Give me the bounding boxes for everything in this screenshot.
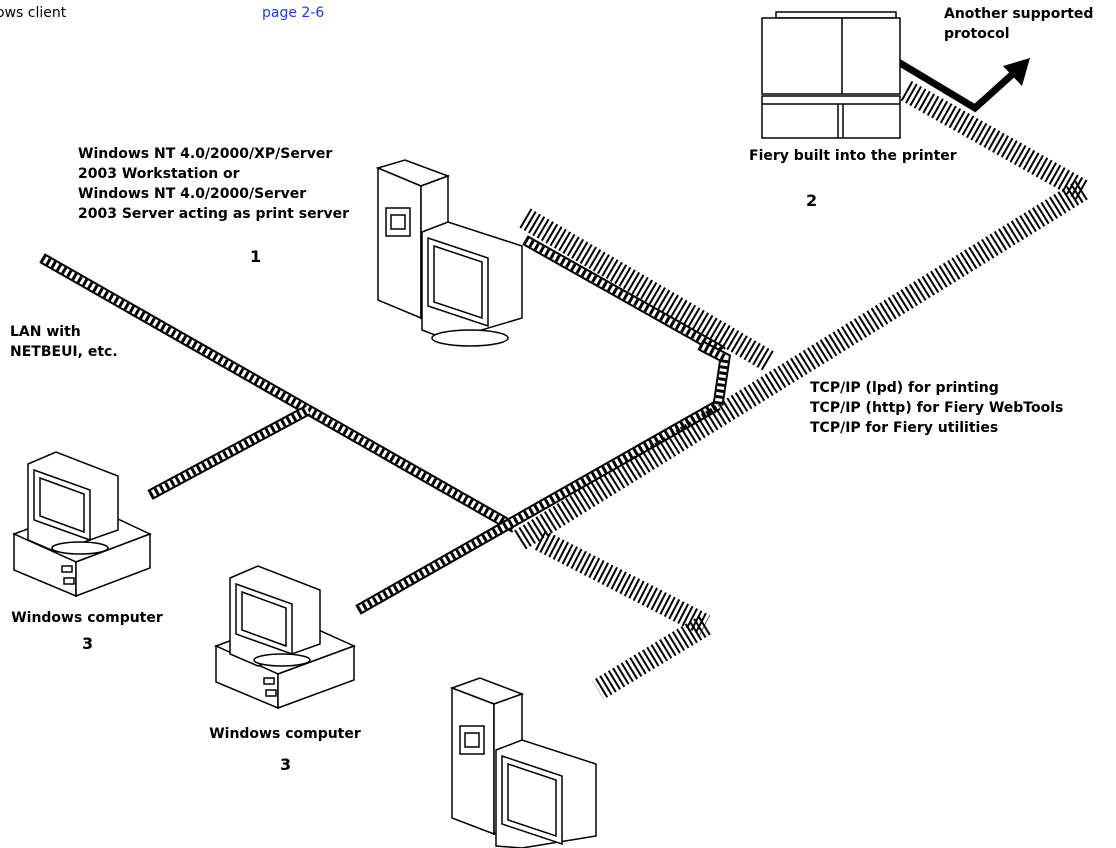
computer-mid-number: 3 — [280, 755, 292, 774]
tower-pc-icon — [375, 159, 523, 347]
protocol-label-line2: protocol — [944, 26, 1010, 42]
page-link[interactable]: page 2-6 — [262, 5, 325, 21]
workstation-number: 1 — [250, 247, 262, 266]
printer-icon — [761, 11, 901, 139]
tcp-label-line1: TCP/IP (lpd) for printing — [810, 380, 999, 396]
lan-cable — [39, 235, 732, 615]
printer-label: Fiery built into the printer — [749, 148, 957, 164]
desktop-computer-icon — [214, 565, 356, 710]
desktop-computer-icon — [12, 451, 152, 598]
tcp-cable — [514, 80, 1088, 700]
workstation-label-line1: Windows NT 4.0/2000/XP/Server — [78, 146, 333, 162]
header-text: ows client — [0, 5, 67, 21]
tower-pc-icon — [449, 677, 597, 848]
tcp-label-line2: TCP/IP (http) for Fiery WebTools — [810, 400, 1064, 416]
workstation-label-line3: Windows NT 4.0/2000/Server — [78, 186, 307, 202]
lan-label: LAN with NETBEUI, etc. — [10, 322, 118, 362]
arrow-icon — [893, 56, 1030, 113]
computer-left-label: Windows computer — [11, 610, 163, 626]
computer-left-number: 3 — [82, 634, 94, 653]
computer-mid-label: Windows computer — [209, 726, 361, 742]
protocol-label-line1: Another supported — [944, 6, 1094, 22]
tcp-label-line3: TCP/IP for Fiery utilities — [810, 420, 999, 436]
workstation-label-line2: 2003 Workstation or — [78, 166, 240, 182]
workstation-label: Windows NT 4.0/2000/XP/Server 2003 Works… — [78, 144, 349, 224]
lan-label-line2: NETBEUI, etc. — [10, 344, 118, 360]
tcp-label: TCP/IP (lpd) for printing TCP/IP (http) … — [810, 378, 1063, 438]
lan-label-line1: LAN with — [10, 324, 81, 340]
protocol-label: Another supported protocol — [944, 4, 1093, 44]
printer-number: 2 — [806, 191, 818, 210]
workstation-label-line4: 2003 Server acting as print server — [78, 206, 349, 222]
